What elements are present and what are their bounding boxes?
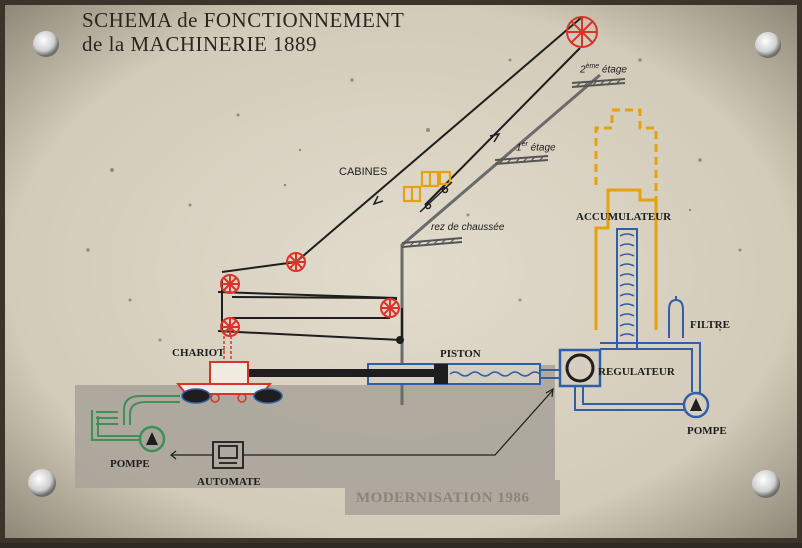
label-filtre: FILTRE — [690, 319, 730, 331]
label-cabines: CABINES — [339, 166, 388, 178]
label-etage-1: 1er étage — [516, 141, 556, 153]
platform-2nd-floor — [571, 78, 626, 88]
accumulator-tank — [594, 188, 658, 330]
pulley-right-1 — [380, 298, 400, 318]
cable-arrow-down-icon — [372, 195, 384, 206]
label-chariot: CHARIOT — [172, 347, 225, 359]
etage2-suffix: ème — [585, 63, 600, 70]
chariot — [175, 336, 283, 404]
pulley-top — [566, 16, 598, 48]
etage1-number: 1 — [516, 142, 522, 154]
label-rez-de-chaussee: rez de chaussée — [431, 222, 505, 233]
pump-icon — [682, 391, 710, 419]
label-modernisation: MODERNISATION 1986 — [356, 490, 530, 506]
pulley-wheel-icon — [220, 16, 598, 337]
cable-system — [217, 16, 583, 344]
accumulator-extension-dashed — [594, 108, 658, 200]
platform-ground-floor — [401, 237, 463, 248]
left-pump-circuit — [91, 395, 180, 441]
diagram-title: SCHEMA de FONCTIONNEMENT de la MACHINERI… — [82, 8, 404, 56]
control-lines — [170, 387, 554, 460]
etage2-number: 2 — [580, 64, 586, 76]
etage1-word: étage — [530, 142, 556, 154]
pulley-chariot-1 — [220, 274, 240, 294]
label-pompe-right: POMPE — [687, 425, 727, 437]
label-pompe-left: POMPE — [110, 458, 150, 470]
label-piston: PISTON — [440, 348, 481, 360]
pump-icon — [138, 425, 166, 453]
label-automate: AUTOMATE — [197, 476, 261, 488]
cabin-attachment — [419, 181, 453, 213]
etage1-suffix: er — [521, 141, 528, 148]
label-etage-2: 2ème étage — [580, 63, 627, 75]
regulator — [558, 348, 602, 388]
pulley-mid — [286, 252, 306, 272]
floor-platforms — [401, 78, 626, 248]
cabins — [402, 170, 452, 203]
cable-arrow-up-icon — [489, 132, 501, 143]
piston — [248, 363, 541, 385]
dirt-specks — [86, 58, 742, 342]
title-line-1: SCHEMA de FONCTIONNEMENT — [82, 8, 405, 32]
etage2-word: étage — [601, 64, 627, 76]
pulley-chariot-2 — [220, 317, 240, 337]
filter — [668, 296, 684, 338]
label-regulateur: REGULATEUR — [598, 366, 675, 378]
title-line-2: de la MACHINERIE 1889 — [82, 32, 318, 56]
mounting-screw-icon — [28, 31, 781, 498]
platform-1st-floor — [494, 155, 549, 165]
label-accumulateur: ACCUMULATEUR — [576, 211, 672, 223]
incline-track — [400, 73, 601, 405]
